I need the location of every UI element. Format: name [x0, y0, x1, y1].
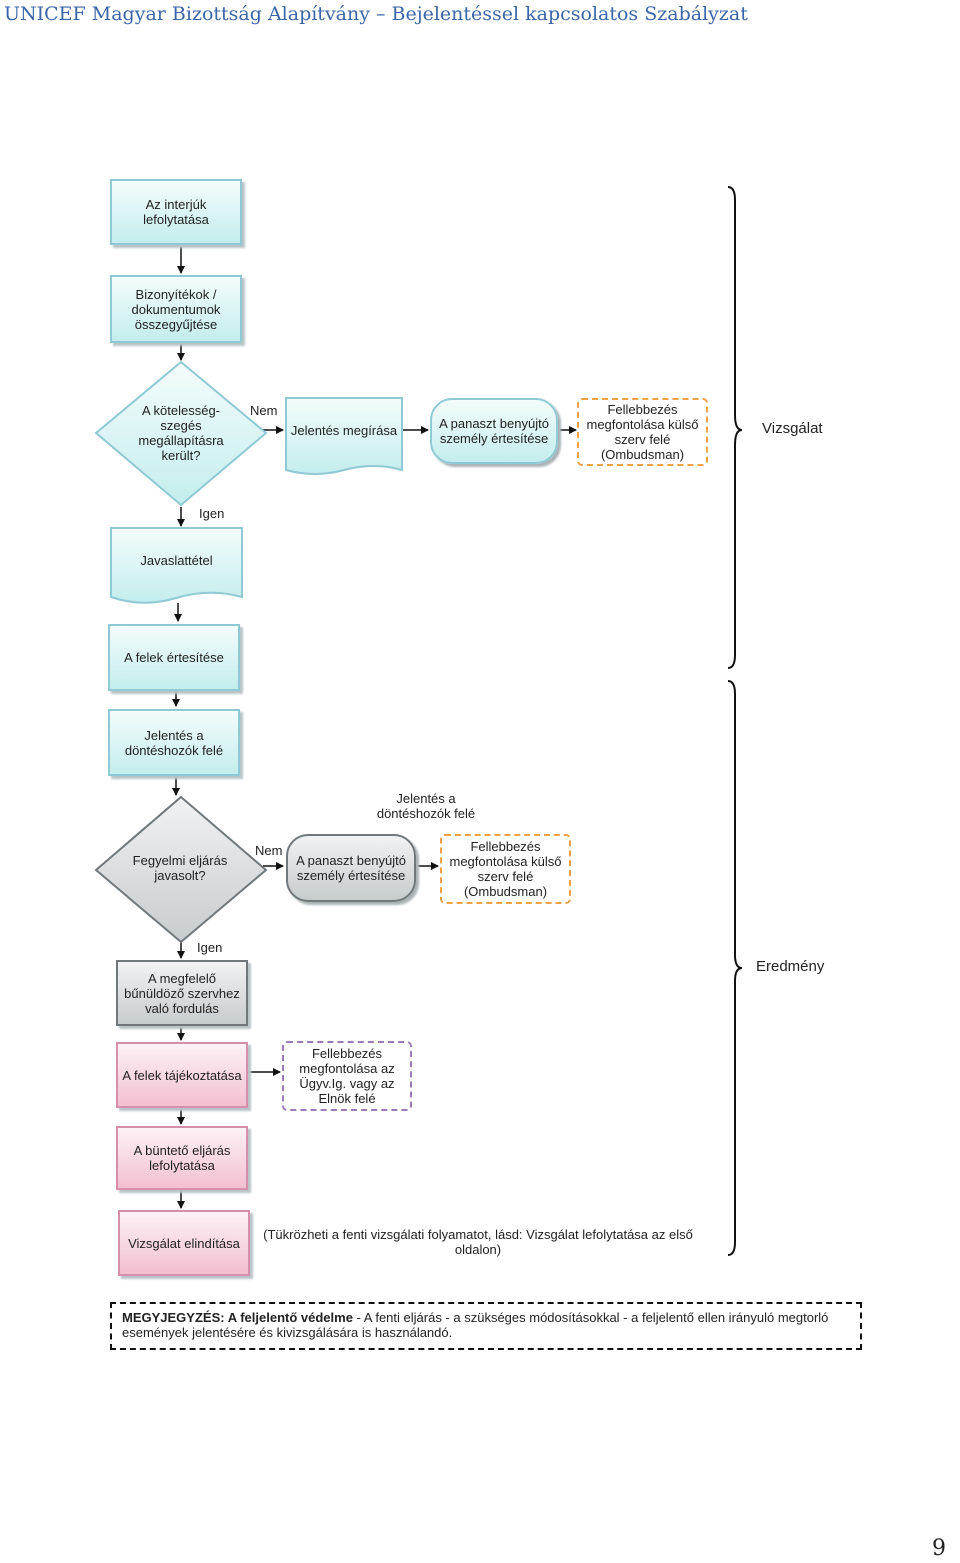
appeal-ombudsman-1: Fellebbezés megfontolása külső szerv fel…	[577, 398, 708, 466]
notify-parties-box: A felek értesítése	[108, 624, 240, 691]
decision1-yes-label: Igen	[199, 506, 225, 521]
brace-investigation	[727, 186, 743, 669]
appeal-director-box: Fellebbezés megfontolása az Ügyv.Ig. vag…	[282, 1041, 412, 1111]
page-number: 9	[932, 1536, 946, 1561]
report-decision-box: Jelentés a döntéshozók felé	[108, 709, 240, 776]
protection-note: MEGYJEGYZÉS: A feljelentő védelme - A fe…	[110, 1302, 862, 1350]
evidence-box: Bizonyítékok / dokumentumok összegyűjtés…	[110, 275, 242, 343]
decision1-text: A kötelesség- szegés megállapításra kerü…	[138, 403, 224, 463]
criminal-procedure-box: A büntető eljárás lefolytatása	[116, 1126, 248, 1190]
decision2-diamond	[94, 795, 268, 944]
notify-complainant-2: A panaszt benyújtó személy értesítése	[286, 834, 416, 902]
report-decision-label: Jelentés a döntéshozók felé	[376, 791, 476, 821]
document-header: UNICEF Magyar Bizottság Alapítvány–Bejel…	[4, 3, 748, 25]
decision1-no-label: Nem	[250, 403, 278, 418]
notify-complainant-1: A panaszt benyújtó személy értesítése	[430, 398, 558, 464]
appeal-ombudsman-2: Fellebbezés megfontolása külső szerv fel…	[440, 834, 571, 904]
proposal-text: Javaslattétel	[140, 552, 213, 568]
inform-parties-box: A felek tájékoztatása	[116, 1042, 248, 1108]
proposal-shape	[110, 527, 243, 604]
decision2-text: Fegyelmi eljárás javasolt?	[132, 853, 228, 883]
brace-result	[727, 680, 743, 1256]
note-bold: MEGYJEGYZÉS: A feljelentő védelme	[122, 1310, 353, 1325]
header-separator: –	[375, 3, 386, 25]
decision2-no-label: Nem	[255, 843, 283, 858]
investigation-start-box: Vizsgálat elindítása	[118, 1210, 250, 1276]
report-writing-text: Jelentés megírása	[290, 422, 398, 438]
decision2-yes-label: Igen	[197, 940, 223, 955]
note-text: - A fenti eljárás - a szükséges módosítá…	[122, 1310, 829, 1340]
mirror-comment: (Tükrözheti a fenti vizsgálati folyamato…	[263, 1227, 693, 1257]
police-box: A megfelelő bűnüldöző szervhez való ford…	[116, 960, 248, 1026]
brace-label-result: Eredmény	[756, 958, 825, 975]
header-document-title: Bejelentéssel kapcsolatos Szabályzat	[391, 3, 748, 25]
report-writing-shape	[285, 397, 403, 475]
decision1-diamond	[94, 360, 268, 507]
header-organization: UNICEF Magyar Bizottság Alapítvány	[4, 3, 370, 25]
brace-label-investigation: Vizsgálat	[762, 420, 823, 437]
interview-box: Az interjúk lefolytatása	[110, 179, 242, 245]
